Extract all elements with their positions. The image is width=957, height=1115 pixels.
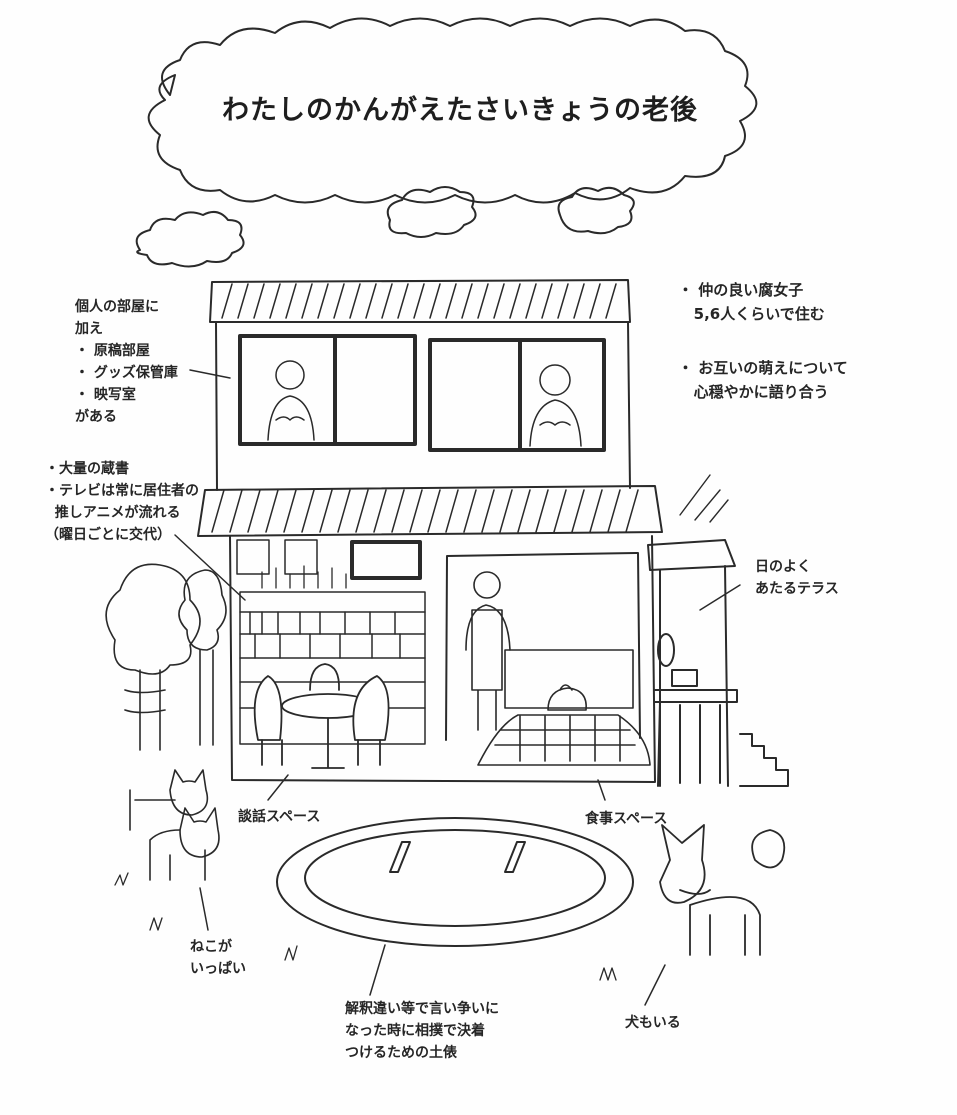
window-right	[428, 338, 606, 452]
table-and-chairs	[253, 663, 390, 769]
roof-stripes	[211, 489, 639, 533]
cloud-icon	[135, 210, 245, 268]
title-cloud	[147, 17, 758, 204]
note-line: ・テレビは常に居住者の	[45, 483, 199, 499]
note-line: 日のよく	[755, 559, 811, 575]
note-line: 個人の部屋に	[75, 299, 159, 315]
note-line: 5,6人くらいで住む	[678, 305, 825, 323]
note-line: ねこが	[190, 939, 232, 955]
note-line: 解釈違い等で言い争いに	[345, 1001, 499, 1017]
dohyo-ring	[276, 817, 634, 947]
note-line: あたるテラス	[755, 581, 839, 597]
note-line: 心穏やかに語り合う	[678, 383, 829, 401]
note-line: なった時に相撲で決着	[345, 1023, 485, 1039]
poster	[236, 539, 270, 575]
chat-note: ・ お互いの萌えについて 心穏やかに語り合う	[678, 356, 848, 404]
upper-roof	[209, 279, 631, 323]
bookshelf	[239, 591, 426, 745]
tv-screen	[350, 540, 422, 580]
rooms-note: 個人の部屋に 加え ・ 原稿部屋 ・ グッズ保管庫 ・ 映写室 がある	[75, 296, 178, 428]
page-title: わたしのかんがえたさいきょうの老後	[222, 95, 698, 126]
cook-figure	[465, 571, 511, 731]
note-line: ・ 原稿部屋	[75, 343, 150, 359]
note-line: ・ お互いの萌えについて	[678, 359, 848, 377]
note-line: （曜日ごとに交代）	[45, 527, 171, 543]
terrace	[647, 474, 789, 787]
poster	[284, 539, 318, 575]
kotatsu	[477, 649, 651, 766]
dining-label: 食事スペース	[585, 811, 668, 827]
lower-wall	[229, 535, 656, 783]
library-note: ・大量の蔵書 ・テレビは常に居住者の 推しアニメが流れる （曜日ごとに交代）	[45, 458, 199, 546]
window-left	[238, 334, 417, 446]
trees	[105, 563, 227, 751]
kitchen-opening	[445, 552, 641, 741]
dog-label: 犬もいる	[625, 1015, 681, 1031]
leader-lines	[174, 369, 741, 1006]
sun-rays	[679, 474, 729, 523]
note-line: 推しアニメが流れる	[45, 505, 181, 521]
dog	[659, 824, 786, 956]
upper-wall	[215, 321, 631, 491]
residents-note: ・ 仲の良い腐女子 5,6人くらいで住む	[678, 278, 825, 326]
lower-roof	[197, 485, 663, 537]
cats	[129, 769, 220, 881]
lounge-label: 談話スペース	[238, 809, 321, 825]
note-line: 加え	[75, 321, 103, 337]
note-line: ・ 仲の良い腐女子	[678, 281, 804, 299]
note-line: ・ グッズ保管庫	[75, 365, 178, 381]
note-line: つけるための土俵	[345, 1045, 457, 1061]
resident-figures	[267, 360, 582, 447]
note-line: いっぱい	[190, 961, 246, 977]
figurines	[261, 565, 347, 589]
note-line: ・大量の蔵書	[45, 461, 129, 477]
dohyo-note: 解釈違い等で言い争いに なった時に相撲で決着 つけるための土俵	[345, 998, 499, 1064]
cloud-icon	[386, 186, 477, 238]
cats-note: ねこが いっぱい	[190, 936, 246, 980]
note-line: ・ 映写室	[75, 387, 136, 403]
terrace-note: 日のよく あたるテラス	[755, 556, 839, 600]
cloud-icon	[557, 186, 635, 235]
grass	[114, 872, 617, 981]
roof-stripes	[221, 283, 617, 319]
note-line: がある	[75, 409, 117, 425]
